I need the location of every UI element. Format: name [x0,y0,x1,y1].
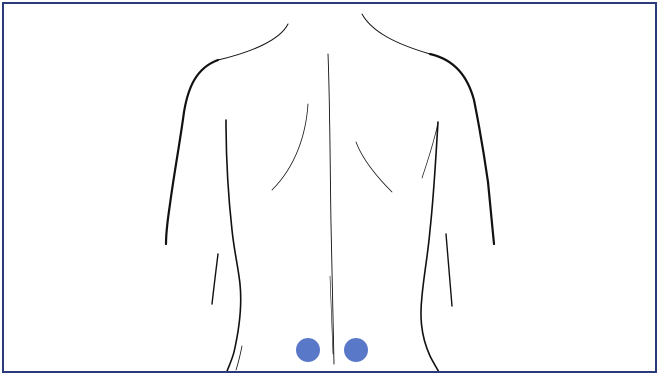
spine-line [328,54,334,364]
left-shoulder-arm-outer [166,60,218,244]
human-back-outline-icon [4,4,657,373]
right-neck-line [362,14,430,54]
left-shoulder-blade [272,104,308,190]
left-arm-inner [212,254,218,304]
right-shoulder-blade [356,142,392,192]
left-torso-side [226,120,241,373]
right-lower-back-marker[interactable] [344,338,368,362]
right-arm-inner [446,234,452,306]
lower-back-mark-left [236,346,242,370]
left-lower-back-marker[interactable] [296,338,320,362]
right-torso-side [421,122,440,373]
right-shoulder-arm-outer [430,54,494,244]
left-neck-line [218,24,288,60]
